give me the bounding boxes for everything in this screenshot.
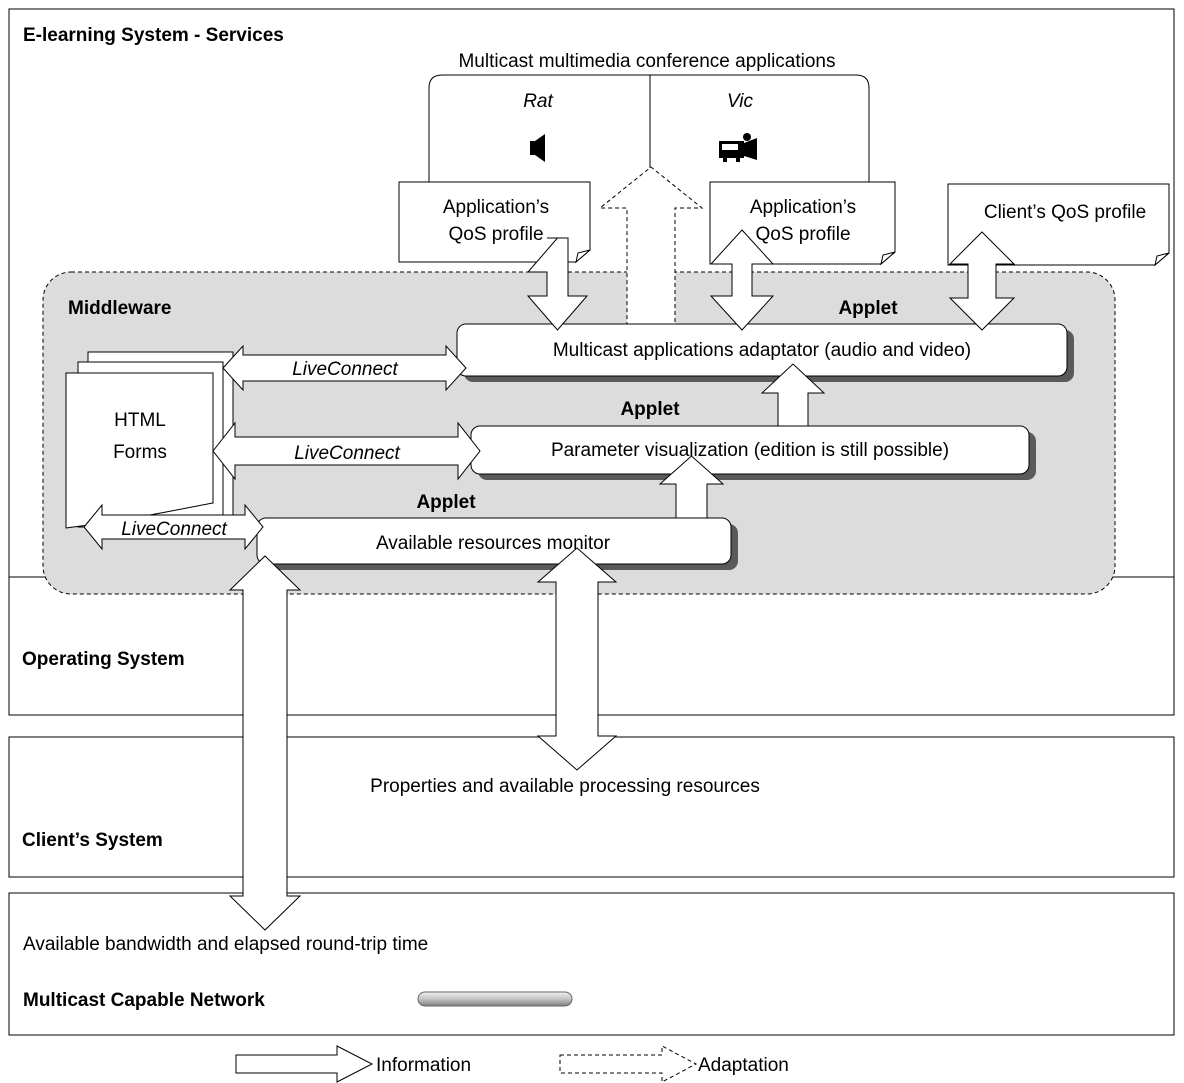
app-qos-profile-left <box>398 181 591 264</box>
client-system-label: Client’s System <box>22 830 163 851</box>
applet-label-visualization: Applet <box>620 399 680 420</box>
adaptation-arrow <box>598 166 704 331</box>
html-forms-line1: HTML <box>114 410 166 431</box>
speaker-icon <box>530 134 545 162</box>
network-pill <box>417 991 573 1007</box>
operating-system-label: Operating System <box>22 649 185 670</box>
html-forms-line2: Forms <box>113 442 167 463</box>
monitor-to-visualization-arrow <box>658 455 725 519</box>
liveconnect-label-middle: LiveConnect <box>294 443 400 464</box>
network-double-arrow <box>228 555 302 931</box>
right-profile-double-arrow <box>709 229 775 331</box>
conference-apps-title: Multicast multimedia conference applicat… <box>458 51 835 72</box>
client-qos-profile <box>947 183 1170 267</box>
left-profile-double-arrow <box>526 237 589 331</box>
adaptator-applet-text: Multicast applications adaptator (audio … <box>553 340 971 361</box>
app-qos-profile-right <box>709 181 896 266</box>
visualization-to-adaptator-arrow <box>760 363 826 427</box>
legend-information-arrow <box>235 1045 374 1083</box>
legend-adaptation-label: Adaptation <box>698 1055 789 1076</box>
applet-label-adaptator: Applet <box>838 298 898 319</box>
visualization-applet-text: Parameter visualization (edition is stil… <box>551 440 949 461</box>
liveconnect-label-bottom: LiveConnect <box>121 519 227 540</box>
processing-resources-note: Properties and available processing reso… <box>370 776 760 797</box>
app-qos-right-line1: Application’s <box>750 197 856 218</box>
app-qos-left-line1: Application’s <box>443 197 549 218</box>
liveconnect-arrow-bottom <box>83 503 264 551</box>
client-profile-double-arrow <box>948 231 1016 331</box>
services-layer-label: E-learning System - Services <box>23 25 284 46</box>
monitor-applet-box <box>256 517 732 565</box>
client-qos-label: Client’s QoS profile <box>984 202 1146 223</box>
video-camera-icon <box>719 133 757 162</box>
network-layer-box <box>8 892 1175 1036</box>
liveconnect-arrow-middle <box>212 421 481 481</box>
adaptator-applet-box <box>456 323 1068 377</box>
middleware-label: Middleware <box>68 298 171 319</box>
legend-adaptation-arrow <box>559 1045 698 1083</box>
liveconnect-label-top: LiveConnect <box>292 359 398 380</box>
html-forms-stack <box>65 351 234 529</box>
liveconnect-arrow-top <box>222 344 467 392</box>
monitor-applet-text: Available resources monitor <box>376 533 611 554</box>
applet-label-monitor: Applet <box>416 492 476 513</box>
bandwidth-note: Available bandwidth and elapsed round-tr… <box>23 934 428 955</box>
conference-apps-box <box>428 74 870 182</box>
processing-double-arrow <box>536 547 618 771</box>
network-label: Multicast Capable Network <box>23 990 265 1011</box>
app-qos-right-line2: QoS profile <box>755 224 850 245</box>
app-qos-left-line2: QoS profile <box>448 224 543 245</box>
rat-label: Rat <box>523 91 553 112</box>
vic-label: Vic <box>727 91 754 112</box>
legend-information-label: Information <box>376 1055 471 1076</box>
